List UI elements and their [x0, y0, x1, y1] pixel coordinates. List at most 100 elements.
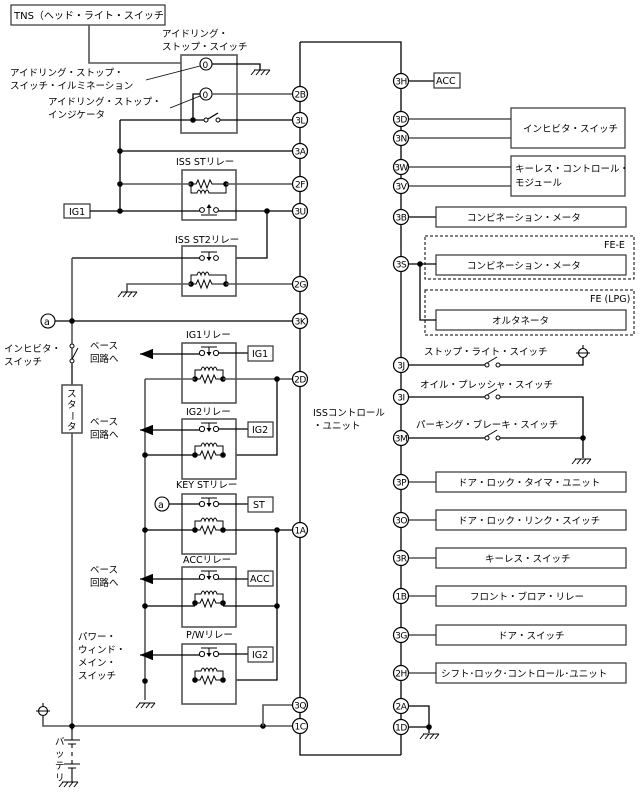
svg-text:1D: 1D [395, 723, 407, 733]
svg-text:3O: 3O [395, 516, 407, 526]
ground-icon [117, 291, 138, 298]
acc-relay-terminal-label: ACC [250, 574, 270, 585]
fe-lpg-label: FE (LPG) [590, 294, 630, 305]
battery-label: テ [55, 761, 65, 772]
connector-2h: 2H [392, 664, 410, 682]
base-circuit-label: 回路へ [90, 429, 119, 441]
iss-unit-label: ISSコントロール [313, 408, 385, 419]
ig1-input-label: IG1 [69, 207, 85, 218]
ground-icon [250, 69, 271, 76]
inhibitor-switch-label: インヒビタ・スイッチ [523, 124, 618, 135]
illumination-lamp-icon: 0 [199, 57, 213, 71]
pw-relay [181, 643, 237, 705]
svg-text:3M: 3M [395, 434, 408, 444]
connector-2d: 2D [291, 370, 309, 388]
fe-lpg-variant-frame [424, 289, 635, 336]
keyless-switch-box [435, 547, 627, 569]
connector-2g: 2G [291, 275, 309, 293]
shift-lock-control-box [435, 662, 627, 684]
battery-label: ッ [55, 749, 65, 760]
svg-text:0: 0 [203, 61, 209, 71]
door-switch-label: ドア・スイッチ [498, 631, 565, 642]
svg-text:3W: 3W [394, 163, 408, 173]
pw-main-switch-label: ウィンド・ [78, 645, 126, 656]
svg-text:0: 0 [203, 91, 209, 101]
svg-text:3Q: 3Q [294, 701, 306, 711]
acc-relay-label: ACCリレー [183, 555, 231, 566]
tns-label: TNS（ヘッド・ライト・スイッチ [13, 10, 164, 22]
key-st-relay [181, 493, 237, 555]
connector-3v: 3V [392, 177, 410, 195]
svg-text:a: a [44, 317, 50, 328]
svg-text:3H: 3H [395, 77, 407, 87]
connector-3p: 3P [392, 473, 410, 491]
pw-relay-terminal-label: IG2 [252, 650, 268, 661]
svg-text:1C: 1C [294, 722, 305, 732]
stop-light-switch [484, 356, 501, 368]
parking-brake-switch [484, 429, 501, 441]
connector-3b: 3B [392, 208, 410, 226]
junction-a-left: a [40, 313, 56, 329]
connector-3n: 3N [392, 129, 410, 147]
st-terminal [247, 496, 274, 513]
front-blower-relay-label: フロント・ブロア・リレー [470, 591, 584, 603]
connector-2b: 2B [291, 85, 309, 103]
fuse-icon [575, 344, 591, 359]
svg-text:3V: 3V [396, 182, 408, 192]
svg-text:2F: 2F [295, 180, 305, 190]
indicator-label-2: インジケータ [48, 110, 105, 121]
svg-text:3P: 3P [396, 478, 407, 488]
connector-3r: 3R [392, 549, 410, 567]
junction-a-key: a [154, 496, 170, 512]
fuse-icon [35, 702, 51, 717]
acc-relay [181, 566, 237, 628]
svg-text:3A: 3A [295, 147, 307, 157]
fe-e-variant-frame [424, 235, 635, 280]
starter-char: タ [67, 422, 77, 433]
connector-3a: 3A [291, 142, 309, 160]
ig1-relay-terminal-label: IG1 [252, 349, 268, 360]
iss-st2-relay-label: ISS ST2リレー [175, 235, 239, 246]
svg-text:3R: 3R [396, 554, 407, 564]
svg-text:3N: 3N [395, 134, 406, 144]
ig2-relay-terminal [247, 421, 274, 438]
illumination-label-2: スイッチ・イルミネーション [10, 81, 133, 92]
starter-char: タ [67, 400, 77, 411]
base-circuit-label: 回路へ [90, 577, 119, 589]
iss-unit-label: ・ユニット [313, 421, 361, 432]
ig2-relay [181, 418, 237, 480]
fe-e-label: FE-E [604, 240, 625, 251]
oil-pressure-switch [484, 388, 501, 400]
acc-3h-terminal-label: ACC [436, 76, 456, 87]
svg-text:1A: 1A [295, 526, 307, 536]
svg-text:3S: 3S [396, 260, 407, 270]
connector-3k: 3K [291, 312, 309, 330]
ig2-relay-label: IG2リレー [186, 407, 231, 418]
keyless-module-label: キーレス・コントロール・ [515, 164, 629, 175]
acc-relay-terminal [247, 570, 274, 587]
inhibitor-label-1: インヒビタ・ [4, 344, 61, 355]
connector-2f: 2F [291, 175, 309, 193]
door-lock-timer-label: ドア・ロック・タイマ・ユニット [458, 478, 600, 489]
connector-1a: 1A [291, 521, 309, 539]
battery-icon [64, 726, 80, 782]
alternator-label: オルタネータ [492, 316, 549, 327]
combination-meter-fe-box [435, 254, 627, 276]
connector-2a: 2A [392, 697, 410, 715]
pw-main-switch-label: パワー・ [78, 632, 116, 643]
combination-meter-label: コンビネーション・メータ [467, 213, 581, 224]
door-lock-timer-box [435, 471, 627, 493]
acc-3h-terminal [433, 72, 461, 89]
door-switch-box [435, 624, 627, 646]
svg-text:2D: 2D [294, 375, 306, 385]
keyless-switch-label: キーレス・スイッチ [485, 554, 571, 565]
pw-relay-label: P/Wリレー [186, 630, 233, 641]
connector-3o: 3O [392, 511, 410, 529]
connector-1d: 1D [392, 718, 410, 736]
ground-icon [571, 458, 592, 465]
svg-text:3K: 3K [295, 317, 307, 327]
svg-text:2H: 2H [395, 669, 407, 679]
connector-3m: 3M [392, 429, 410, 447]
